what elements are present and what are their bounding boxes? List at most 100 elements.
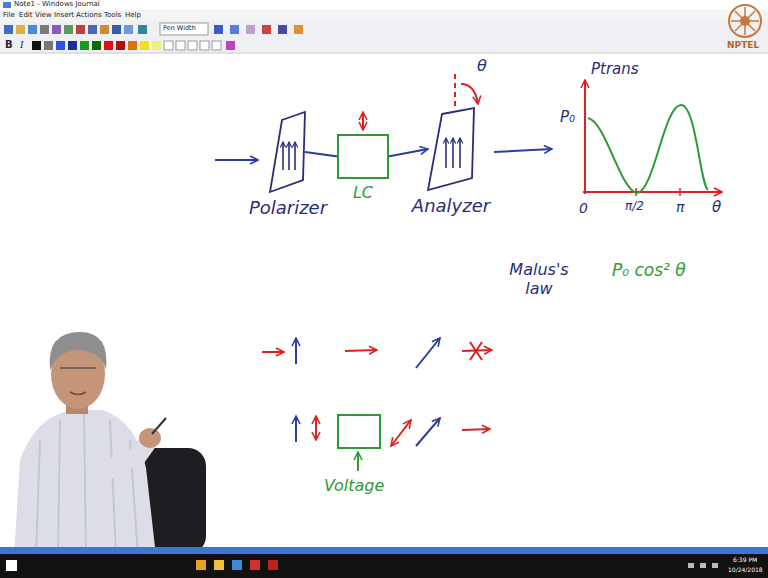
clock-time: 6:39 PM <box>733 556 757 563</box>
transmission-axis <box>452 138 454 168</box>
window-chrome <box>0 0 768 53</box>
bold-button: B <box>5 39 13 51</box>
toolbar-icons <box>124 25 133 34</box>
axis-label: θ <box>712 198 721 216</box>
italic-button: I <box>20 39 23 51</box>
polarization-sketch-2 <box>416 418 440 446</box>
toolbar-icons <box>138 25 147 34</box>
taskbar <box>0 547 768 578</box>
transmission-axis <box>288 142 290 170</box>
malus-graph <box>679 188 681 196</box>
lecturer-photo <box>14 332 206 556</box>
nptel-logo <box>735 11 755 31</box>
light-path-arrows <box>215 159 258 161</box>
taskbar <box>232 560 242 570</box>
polarization-sketch-2 <box>315 416 317 440</box>
polarizer-plate <box>270 112 305 192</box>
taskbar <box>196 560 206 570</box>
polarization-sketch-1 <box>262 351 284 353</box>
taskbar <box>214 560 224 570</box>
node-label: Polarizer <box>249 197 327 219</box>
lecturer-photo <box>70 392 86 395</box>
polarization-sketch-2 <box>296 415 490 471</box>
light-path-arrows <box>494 149 552 152</box>
color-palette <box>92 41 101 50</box>
menu-item: Tools <box>104 11 121 19</box>
polarizer: Polarizer <box>249 112 327 219</box>
node-label: Analyzer <box>412 195 490 217</box>
toolbar-icons <box>88 25 97 34</box>
voltage-label: Voltage <box>324 476 384 495</box>
color-palette <box>104 41 113 50</box>
taskbar <box>250 560 260 570</box>
window-chrome <box>0 37 768 53</box>
nptel-logo <box>735 11 755 31</box>
color-palette <box>200 41 209 50</box>
polarization-sketch-2 <box>338 415 380 448</box>
color-palette <box>116 41 125 50</box>
malus-graph <box>584 80 586 194</box>
color-palette <box>68 41 77 50</box>
law-name: Malus's law <box>504 260 574 298</box>
taskbar <box>268 560 278 570</box>
polarization-sketch-1 <box>345 350 377 351</box>
rotation-indicator <box>461 84 478 104</box>
color-palette <box>226 41 235 50</box>
window-chrome <box>0 53 768 54</box>
toolbar-icons <box>52 25 61 34</box>
axis-label: Ptrans <box>591 60 639 78</box>
lecturer-photo <box>60 367 96 369</box>
toolbar-icons <box>4 25 13 34</box>
menu-item: View <box>35 11 52 19</box>
clock-date: 10/24/2018 <box>728 566 763 573</box>
color-palette <box>164 41 173 50</box>
polarization-sketch-1 <box>416 338 440 368</box>
color-palette <box>212 41 221 50</box>
toolbar-icons <box>28 25 37 34</box>
node-shape <box>331 108 395 180</box>
lecturer-photo <box>152 418 166 434</box>
color-palette <box>32 41 235 50</box>
taskbar <box>0 554 768 578</box>
toolbar-icons <box>100 25 109 34</box>
toolbar-icons <box>214 25 223 34</box>
axis-value: P₀ <box>560 108 575 126</box>
axis-value: π/2 <box>625 199 644 213</box>
polarization-sketch-1 <box>470 342 482 360</box>
lecturer-photo <box>104 442 148 472</box>
toolbar-icons <box>278 25 287 34</box>
nptel-logo <box>729 5 761 37</box>
lecturer-photo <box>139 428 161 448</box>
lecturer-photo <box>50 332 107 370</box>
transmission-axis <box>445 138 447 168</box>
analyzer: Analyzer <box>412 108 490 217</box>
rotation-indicator <box>455 74 478 106</box>
transmission-axis <box>282 142 284 170</box>
toolbar-icons <box>16 25 25 34</box>
color-palette <box>152 41 161 50</box>
polarization-sketch-1 <box>470 342 482 360</box>
formula: P₀ cos² θ <box>612 260 686 280</box>
transmission-axis <box>459 138 461 168</box>
lc-cell <box>338 135 388 178</box>
node-label: LC <box>331 183 395 202</box>
toolbar-icons <box>294 25 303 34</box>
node-shape <box>268 112 308 194</box>
menu-item: Edit <box>19 11 33 19</box>
light-path-arrows <box>215 149 552 160</box>
toolbar-icons <box>40 25 49 34</box>
color-palette <box>128 41 137 50</box>
window-title: Note1 - Windows Journal <box>14 0 100 8</box>
malus-graph <box>583 191 722 193</box>
taskbar <box>6 560 17 571</box>
color-palette <box>80 41 89 50</box>
polarization-sketch-2 <box>462 429 490 430</box>
toolbar-icons <box>160 23 208 35</box>
menu-item: Insert <box>54 11 74 19</box>
taskbar <box>688 563 694 568</box>
polarization-sketch-1 <box>262 338 492 368</box>
lecturer-photo <box>36 414 138 556</box>
color-palette <box>176 41 185 50</box>
polarization-arrow <box>362 112 364 130</box>
window-chrome <box>0 10 768 21</box>
